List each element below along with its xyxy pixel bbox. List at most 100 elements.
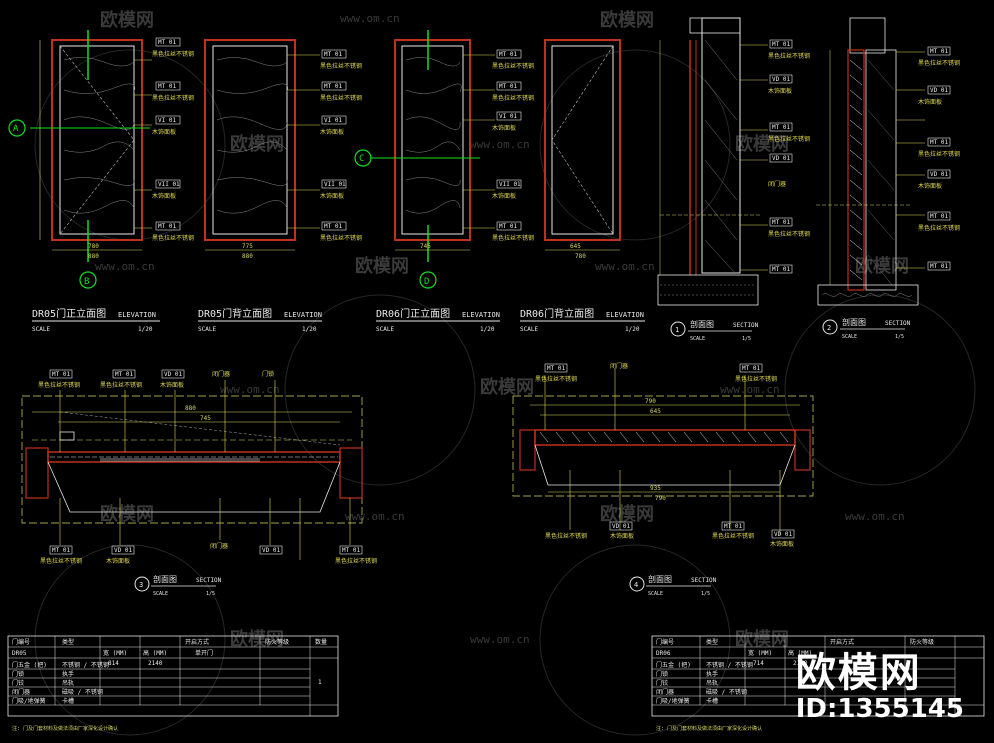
svg-text:门编号: 门编号	[656, 638, 674, 646]
door-frame	[51, 39, 143, 241]
door-schedule-right: 门编号 类型 宽 (MM) 高 (MM) 开启方式 防火等级 DR06 714 …	[651, 635, 985, 732]
door-leaf	[551, 45, 614, 235]
svg-text:磁吸 / 不锈钢: 磁吸 / 不锈钢	[706, 688, 747, 696]
svg-text:MT 01: MT 01	[547, 365, 565, 372]
callout-b: B	[79, 271, 97, 289]
svg-text:VD 01: VD 01	[262, 547, 280, 554]
svg-text:黑色拉丝不锈钢: 黑色拉丝不锈钢	[40, 557, 82, 565]
svg-text:剖面图: 剖面图	[842, 317, 866, 327]
svg-text:门锁: 门锁	[262, 370, 274, 378]
svg-text:闭门器: 闭门器	[656, 688, 674, 696]
svg-text:黑色拉丝不锈钢: 黑色拉丝不锈钢	[918, 150, 960, 158]
svg-text:SECTION: SECTION	[733, 322, 759, 329]
swing-line	[551, 45, 614, 235]
svg-text:1/5: 1/5	[742, 336, 751, 342]
svg-text:黑色拉丝不锈钢: 黑色拉丝不锈钢	[38, 381, 80, 389]
svg-text:MT 01: MT 01	[499, 51, 517, 58]
section-title-1: 1 剖面图 SECTION SCALE 1/5	[670, 319, 759, 342]
svg-text:黑色拉丝不锈钢: 黑色拉丝不锈钢	[535, 375, 577, 383]
watermark-url: www.om.cn	[845, 510, 905, 523]
svg-text:卡槽: 卡槽	[706, 697, 718, 705]
svg-text:1/20: 1/20	[302, 326, 317, 333]
section-title-4: 4 剖面图 SECTION SCALE 1/5	[629, 574, 717, 597]
svg-text:黑色拉丝不锈钢: 黑色拉丝不锈钢	[768, 135, 810, 143]
watermark-text: 欧模网	[230, 133, 284, 155]
watermark-url: www.om.cn	[720, 383, 780, 396]
svg-text:1: 1	[675, 326, 679, 334]
watermark-url: www.om.cn	[345, 510, 405, 523]
watermark-text: 欧模网	[230, 628, 284, 650]
svg-text:门锁: 门锁	[656, 670, 668, 678]
elevation-dr05-front: 780 880	[30, 30, 150, 262]
svg-text:MT 01: MT 01	[52, 547, 70, 554]
svg-text:814: 814	[108, 660, 119, 667]
door-frame	[394, 39, 471, 241]
svg-text:高 (MM): 高 (MM)	[143, 649, 167, 657]
svg-text:木饰面板: 木饰面板	[770, 540, 794, 548]
svg-text:黑色拉丝不锈钢: 黑色拉丝不锈钢	[152, 234, 194, 242]
elevation-dr06-front: 745	[370, 30, 480, 262]
dim-text: 790	[645, 398, 656, 405]
svg-text:数量: 数量	[315, 638, 327, 646]
svg-text:木饰面板: 木饰面板	[768, 87, 792, 95]
title-block-e1: DR05门正立面图 ELEVATION SCALE 1/20	[32, 307, 160, 333]
svg-text:MT 01: MT 01	[724, 523, 742, 530]
svg-text:VD 01: VD 01	[772, 76, 790, 83]
svg-text:SECTION: SECTION	[196, 577, 222, 584]
svg-text:黑色拉丝不锈钢: 黑色拉丝不锈钢	[492, 234, 534, 242]
svg-text:B: B	[84, 277, 89, 287]
section-title-2: 2 剖面图 SECTION SCALE 1/5	[822, 317, 911, 340]
svg-text:DR06门背立面图: DR06门背立面图	[520, 307, 594, 320]
svg-text:MT 01: MT 01	[52, 371, 70, 378]
svg-text:DR06: DR06	[656, 650, 671, 657]
svg-text:1: 1	[318, 679, 322, 686]
svg-text:门五金 (把): 门五金 (把)	[656, 661, 691, 669]
callout-c: C	[354, 149, 372, 167]
watermark-url: www.om.cn	[595, 260, 655, 273]
svg-text:黑色拉丝不锈钢: 黑色拉丝不锈钢	[492, 62, 534, 70]
svg-text:类型: 类型	[62, 638, 74, 646]
svg-text:单开门: 单开门	[195, 649, 213, 657]
dim-text: 780	[88, 243, 99, 250]
watermark-url: www.om.cn	[95, 260, 155, 273]
svg-text:VD 01: VD 01	[772, 155, 790, 162]
svg-text:黑色拉丝不锈钢: 黑色拉丝不锈钢	[152, 50, 194, 58]
svg-text:执手: 执手	[62, 670, 74, 678]
svg-text:VI 01: VI 01	[499, 113, 517, 120]
svg-text:木饰面板: 木饰面板	[152, 192, 176, 200]
door-frame	[544, 39, 621, 241]
svg-text:类型: 类型	[706, 638, 718, 646]
wood-grain	[405, 57, 462, 214]
svg-text:注: 门及门套材料及做法须由厂家深化设计确认: 注: 门及门套材料及做法须由厂家深化设计确认	[12, 725, 118, 732]
watermark-url: www.om.cn	[470, 633, 530, 646]
svg-text:MT 01: MT 01	[772, 41, 790, 48]
svg-text:黑色拉丝不锈钢: 黑色拉丝不锈钢	[152, 94, 194, 102]
svg-text:木饰面板: 木饰面板	[610, 532, 634, 540]
dim-text: 745	[420, 243, 431, 250]
svg-text:MT 01: MT 01	[324, 83, 342, 90]
svg-text:门吸/地弹簧: 门吸/地弹簧	[656, 697, 690, 705]
svg-text:木饰面板: 木饰面板	[320, 128, 344, 136]
svg-text:MT 01: MT 01	[772, 219, 790, 226]
svg-text:黑色拉丝不锈钢: 黑色拉丝不锈钢	[320, 94, 362, 102]
svg-text:MT 01: MT 01	[115, 371, 133, 378]
svg-text:木饰面板: 木饰面板	[492, 192, 516, 200]
title-block-e3: DR06门正立面图 ELEVATION SCALE 1/20	[376, 307, 500, 333]
svg-text:开启方式: 开启方式	[830, 638, 854, 646]
svg-text:不锈钢 / 不锈钢: 不锈钢 / 不锈钢	[706, 661, 753, 669]
elevation-dr05-back: 775 880	[204, 39, 296, 260]
svg-text:SCALE: SCALE	[690, 336, 705, 342]
door-leaf	[59, 45, 135, 235]
dim-text: 880	[185, 405, 196, 412]
svg-text:闭门器: 闭门器	[610, 362, 628, 370]
svg-text:3: 3	[139, 581, 143, 589]
svg-text:MT 01: MT 01	[742, 365, 760, 372]
svg-text:MT 01: MT 01	[772, 124, 790, 131]
svg-text:1/20: 1/20	[625, 326, 640, 333]
svg-text:MT 01: MT 01	[324, 51, 342, 58]
svg-text:2: 2	[827, 324, 831, 332]
dim-text: 935	[650, 485, 661, 492]
svg-text:1/20: 1/20	[138, 326, 153, 333]
horizontal-section-left: 880 745	[21, 380, 363, 560]
